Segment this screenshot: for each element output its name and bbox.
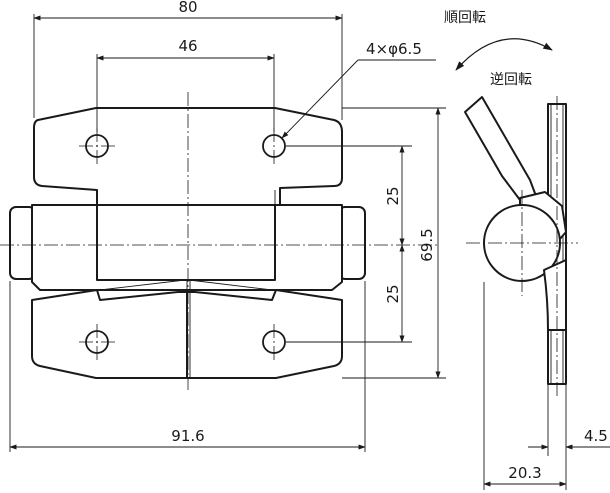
hole-callout: 4×φ6.5 (281, 40, 436, 139)
dim-hole-spacing: 46 (178, 37, 197, 55)
dimension-20-3: 20.3 (483, 282, 567, 490)
dim-lower-pitch: 25 (384, 284, 402, 303)
lower-leaf-right (186, 289, 343, 379)
upper-leaf (33, 107, 343, 206)
dimension-25-upper: 25 (286, 145, 412, 246)
dim-top-width: 80 (178, 0, 197, 16)
dimension-4-5: 4.5 (528, 384, 610, 456)
dimension-69-5: 69.5 (342, 107, 446, 379)
side-web (543, 259, 567, 331)
dim-overall-width: 91.6 (171, 427, 204, 445)
knuckle-body (31, 204, 343, 291)
dimension-80: 80 (33, 0, 343, 120)
side-view: 順回転 逆回転 (444, 10, 578, 396)
lower-leaf (31, 289, 188, 379)
dimension-91-6: 91.6 (9, 281, 366, 452)
label-reverse-rotation: 逆回転 (490, 72, 532, 88)
dimension-46: 46 (96, 37, 275, 132)
dim-upper-pitch: 25 (384, 186, 402, 205)
dim-overall-height: 69.5 (418, 228, 436, 261)
side-leaf-angled (464, 96, 537, 201)
dim-side-depth: 20.3 (508, 464, 541, 482)
rotation-arc-arrow (455, 38, 553, 71)
front-view (0, 92, 440, 390)
dimension-25-lower: 25 (286, 244, 412, 343)
dim-hole-callout: 4×φ6.5 (366, 40, 422, 58)
label-forward-rotation: 順回転 (444, 10, 486, 26)
dim-side-thickness: 4.5 (584, 427, 608, 445)
